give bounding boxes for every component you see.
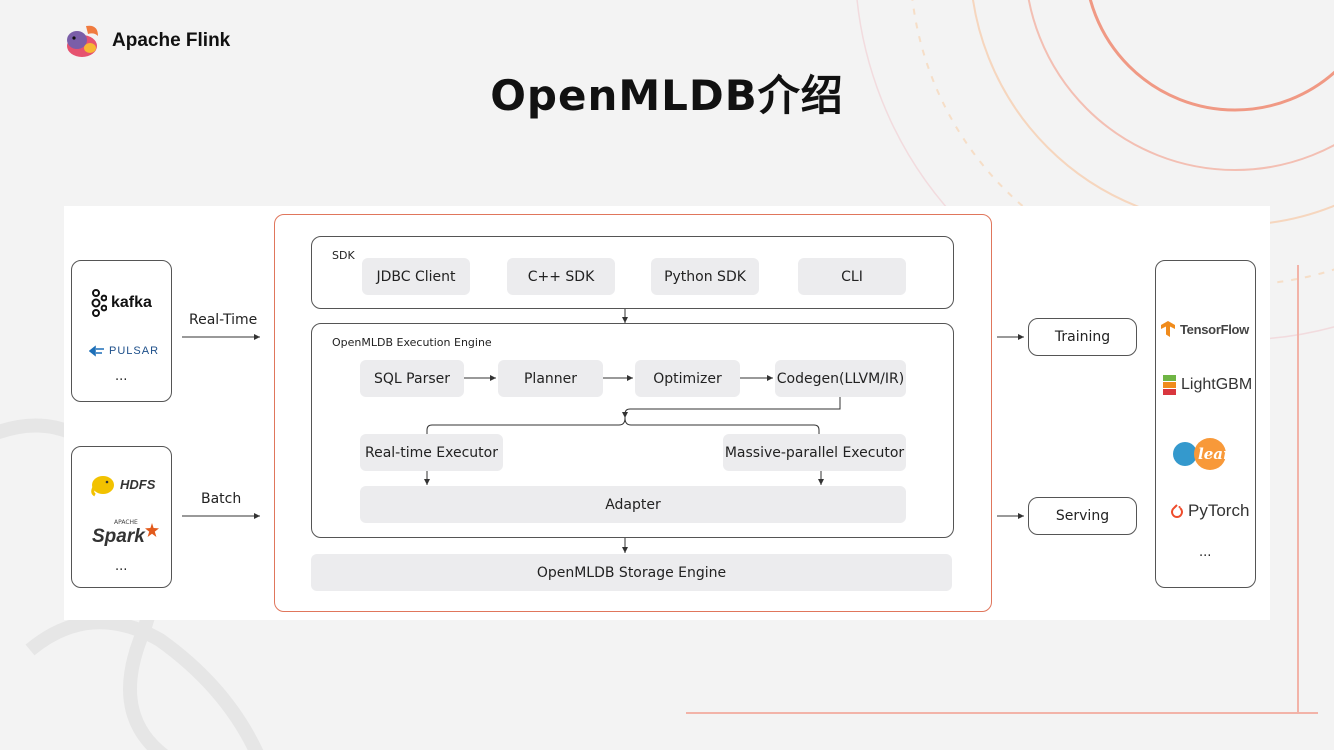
realtime-executor-chip: Real-time Executor (360, 434, 503, 471)
lightgbm-icon (1163, 375, 1176, 395)
serving-box: Serving (1028, 497, 1137, 535)
pulsar-icon (89, 345, 104, 357)
sdk-label: SDK (332, 249, 355, 262)
spark-star-icon (144, 523, 159, 537)
planner-chip: Planner (498, 360, 603, 397)
sklearn-label: learn (1198, 445, 1242, 463)
python-sdk-chip: Python SDK (651, 258, 759, 295)
spark-apache-label: APACHE (114, 519, 138, 526)
realtime-sources-box: kafka PULSAR ... (71, 260, 172, 402)
tensorflow-icon (1161, 321, 1175, 337)
kafka-source: kafka (89, 289, 152, 317)
brand: Apache Flink (64, 22, 230, 60)
brand-name: Apache Flink (112, 30, 231, 51)
cli-chip: CLI (798, 258, 906, 295)
lightgbm-label: LightGBM (1181, 376, 1253, 393)
page-title: OpenMLDB介绍 (490, 71, 844, 120)
scikit-learn-icon (1173, 438, 1226, 470)
jdbc-client-chip: JDBC Client (362, 258, 470, 295)
hdfs-source: HDFS (90, 471, 155, 497)
adapter-chip: Adapter (360, 486, 906, 523)
execution-engine-label: OpenMLDB Execution Engine (332, 336, 492, 349)
massive-parallel-executor-chip: Massive-parallel Executor (723, 434, 906, 471)
sql-parser-chip: SQL Parser (360, 360, 464, 397)
spark-source: APACHE Spark (92, 519, 159, 548)
flink-squirrel-logo (67, 25, 98, 57)
kafka-label: kafka (111, 294, 152, 311)
pulsar-source: PULSAR (89, 345, 159, 357)
realtime-more: ... (115, 369, 128, 384)
hdfs-label: HDFS (120, 476, 156, 492)
pytorch-item: PyTorch (1171, 501, 1249, 521)
lightgbm-item: LightGBM (1163, 375, 1252, 395)
realtime-flow-label: Real-Time (189, 312, 258, 328)
training-box: Training (1028, 318, 1137, 356)
storage-engine-chip: OpenMLDB Storage Engine (311, 554, 952, 591)
hadoop-elephant-icon (91, 476, 114, 497)
kafka-icon (91, 289, 107, 317)
batch-flow-label: Batch (201, 491, 242, 507)
sklearn-item: learn (1172, 437, 1242, 471)
tensorflow-label: TensorFlow (1180, 321, 1249, 337)
cpp-sdk-chip: C++ SDK (507, 258, 615, 295)
diagram-arrows (182, 309, 1024, 553)
frameworks-more: ... (1199, 545, 1212, 560)
ml-frameworks-box: TensorFlow LightGBM learn PyTorch ... (1155, 260, 1256, 588)
codegen-chip: Codegen(LLVM/IR) (775, 360, 906, 397)
tensorflow-item: TensorFlow (1161, 321, 1249, 337)
pytorch-icon (1171, 503, 1183, 518)
batch-more: ... (115, 559, 128, 574)
spark-label: Spark (92, 526, 145, 547)
pytorch-label: PyTorch (1188, 501, 1250, 520)
pulsar-label: PULSAR (109, 345, 160, 357)
architecture-diagram: kafka PULSAR ... HDFS APACHE Spark (64, 206, 1270, 620)
batch-sources-box: HDFS APACHE Spark ... (71, 446, 172, 588)
optimizer-chip: Optimizer (635, 360, 740, 397)
